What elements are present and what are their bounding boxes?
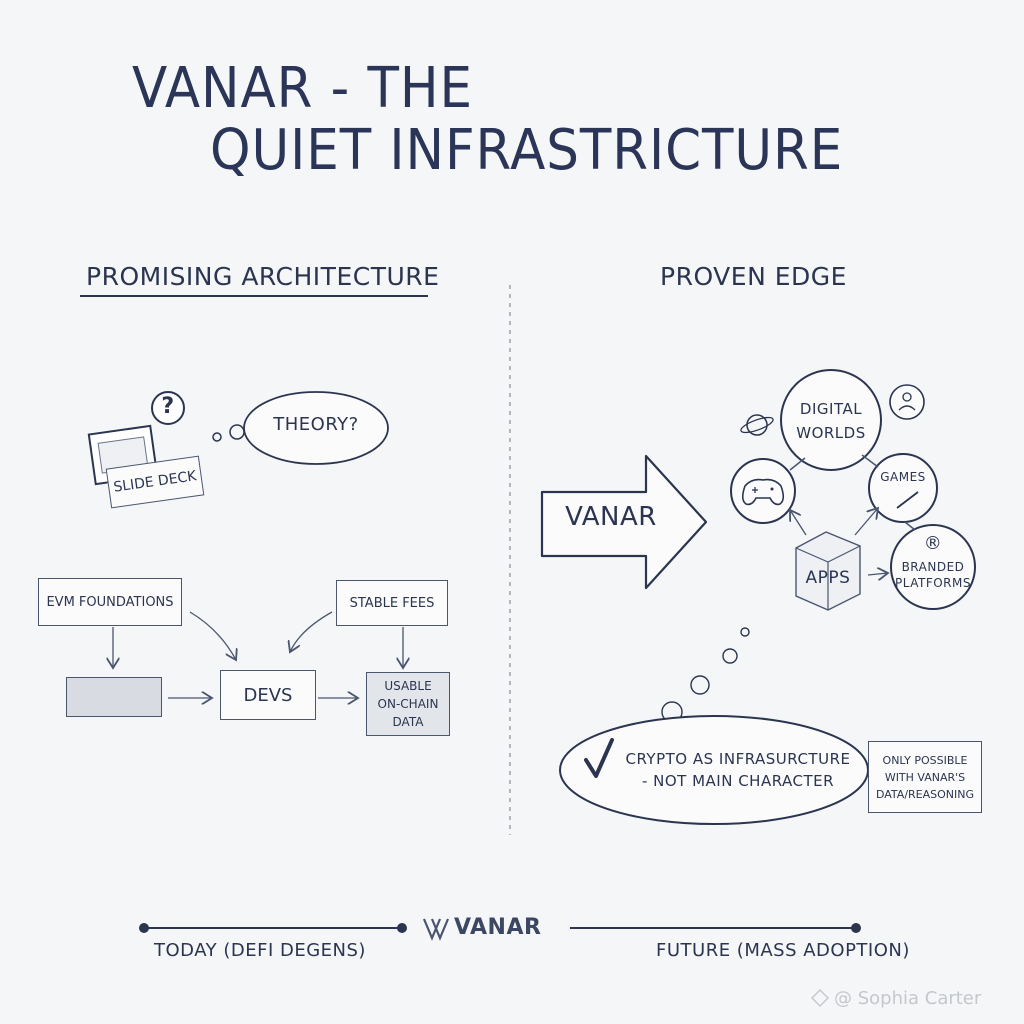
timeline-today-label: TODAY (DEFI DEGENS) (154, 940, 366, 961)
note-line-1: ONLY POSSIBLE (882, 753, 968, 767)
note-line-2: WITH VANAR'S (884, 770, 966, 784)
theory-text: THEORY? (273, 414, 359, 435)
crypto-line-1: CRYPTO AS INFRASURCTURE (625, 750, 851, 768)
devs-label: DEVS (243, 684, 293, 706)
gamepad-icon (741, 478, 785, 506)
crypto-line-2: - NOT MAIN CHARACTER (641, 772, 835, 790)
vanar-arrow-label: VANAR (565, 502, 657, 532)
digital-worlds-line-1: DIGITAL (799, 400, 863, 418)
apps-label: APPS (805, 568, 851, 588)
usable-data-line-1: USABLE (384, 679, 432, 693)
vanar-logo-text: VANAR (454, 915, 542, 940)
sword-icon (896, 491, 919, 509)
note-line-3: DATA/REASONING (875, 787, 975, 801)
watermark-text: @ Sophia Carter (834, 988, 982, 1009)
planet-icon (740, 414, 774, 436)
games-label: GAMES (880, 470, 926, 484)
evm-foundations-label: EVM FOUNDATIONS (46, 594, 174, 610)
stable-fees-label: STABLE FEES (349, 595, 435, 611)
vanar-arrow-shape (540, 454, 708, 590)
branded-line-2: PLATFORMS (895, 576, 971, 590)
devs-box: DEVS (220, 670, 316, 720)
left-heading: PROMISING ARCHITECTURE (86, 262, 440, 291)
vanar-data-note-box: ONLY POSSIBLE WITH VANAR'S DATA/REASONIN… (868, 741, 982, 813)
vanar-logo-icon (422, 918, 450, 941)
page-title-line-2: QUIET INFRASTRICTURE (210, 118, 844, 183)
cube-icon (795, 531, 861, 611)
stable-fees-box: STABLE FEES (336, 580, 448, 626)
gray-placeholder-box (66, 677, 162, 717)
right-heading: PROVEN EDGE (660, 262, 847, 291)
gamepad-node (730, 458, 796, 524)
slide-deck-label: SLIDE DECK (112, 468, 198, 496)
digital-worlds-line-2: WORLDS (796, 424, 866, 442)
games-node (868, 453, 938, 523)
page-title-line-1: VANAR - THE (132, 56, 474, 121)
digital-worlds-node (780, 369, 882, 471)
evm-foundations-box: EVM FOUNDATIONS (38, 578, 182, 626)
registered-icon: ® (923, 533, 943, 554)
question-mark-text: ? (161, 394, 175, 419)
usable-data-box: USABLE ON-CHAIN DATA (366, 672, 450, 736)
crypto-label: CRYPTO AS INFRASURCTURE - NOT MAIN CHARA… (620, 748, 856, 792)
usable-data-line-3: DATA (392, 715, 424, 729)
branded-line-1: BRANDED (901, 560, 965, 574)
usable-data-line-2: ON-CHAIN (377, 697, 439, 711)
theory-thought-bubble (243, 391, 389, 465)
branded-platforms-node (890, 524, 976, 610)
timeline-future-label: FUTURE (MASS ADOPTION) (656, 940, 910, 961)
people-icon (889, 384, 925, 420)
checkmark-icon (584, 738, 614, 778)
camera-icon (811, 989, 829, 1007)
branded-platforms-label: BRANDED PLATFORMS (893, 559, 973, 591)
digital-worlds-label: DIGITAL WORLDS (781, 397, 881, 445)
question-icon (151, 391, 185, 425)
